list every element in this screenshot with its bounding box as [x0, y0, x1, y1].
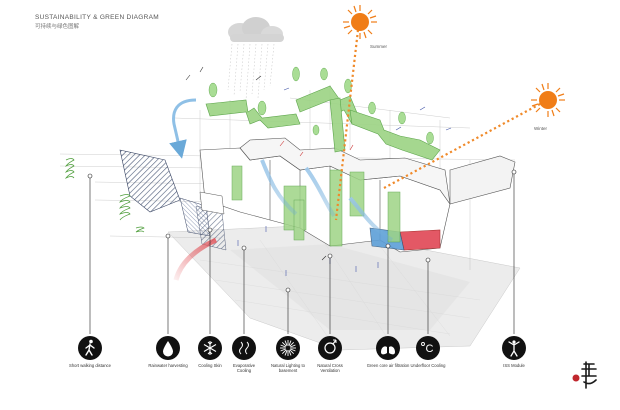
legend-label-cross-ventilation: Natural Cross Ventilation: [317, 363, 343, 373]
page-title: SUSTAINABILITY & GREEN DIAGRAM: [35, 14, 159, 21]
water-drop-icon: [156, 336, 180, 360]
cooling-skin-panels: [119, 149, 227, 251]
figure-module-icon: [502, 336, 526, 360]
legend-label-cooling-skin: Cooling Skin: [198, 363, 222, 368]
light-burst-icon: [276, 336, 300, 360]
page-subtitle: 可持续与绿色图解: [35, 24, 80, 30]
legend-label-natural-lighting: Natural Lighting to basement: [271, 363, 305, 373]
celsius-icon: C: [416, 336, 440, 360]
evaporation-icon: [232, 336, 256, 360]
svg-text:C: C: [426, 343, 434, 355]
snowflake-icon: [198, 336, 222, 360]
wind-cycle-icon: [318, 336, 342, 360]
legend-icon-row: C: [78, 336, 526, 360]
sun-summer: [343, 5, 377, 39]
leader-dots: [87, 169, 517, 293]
lungs-icon: [376, 336, 400, 360]
hot-air-flow: [173, 237, 218, 281]
sun-ray-paths: [334, 29, 541, 221]
air-movement-arrows: [185, 66, 452, 276]
legend-label-iss-module: ISS Module: [503, 363, 525, 368]
legend-label-walking: Short walking distance: [69, 363, 111, 368]
rain-cloud: [227, 17, 284, 101]
sun-summer-label: Summer: [370, 44, 388, 49]
rainwater-flows: [169, 98, 394, 242]
legend-label-evaporative: Evaporative Cooling: [232, 363, 256, 373]
green-roof-ribbon: [205, 85, 441, 161]
ground-plane: [167, 225, 521, 351]
legend-label-underfloor: Underfloor Cooling: [410, 363, 446, 368]
person-walking-icon: [78, 336, 102, 360]
red-seal-logo: [572, 361, 597, 389]
legend-label-rainwater: Rainwater harvesting: [148, 363, 188, 368]
sun-winter: [531, 83, 565, 117]
trees: [208, 66, 434, 145]
sun-winter-label: Winter: [534, 126, 548, 131]
leader-lines: [89, 172, 515, 334]
green-vertical-screens: [231, 165, 401, 247]
legend-label-green-core: Green core air filtration: [366, 363, 410, 368]
green-climbers: [64, 158, 145, 233]
